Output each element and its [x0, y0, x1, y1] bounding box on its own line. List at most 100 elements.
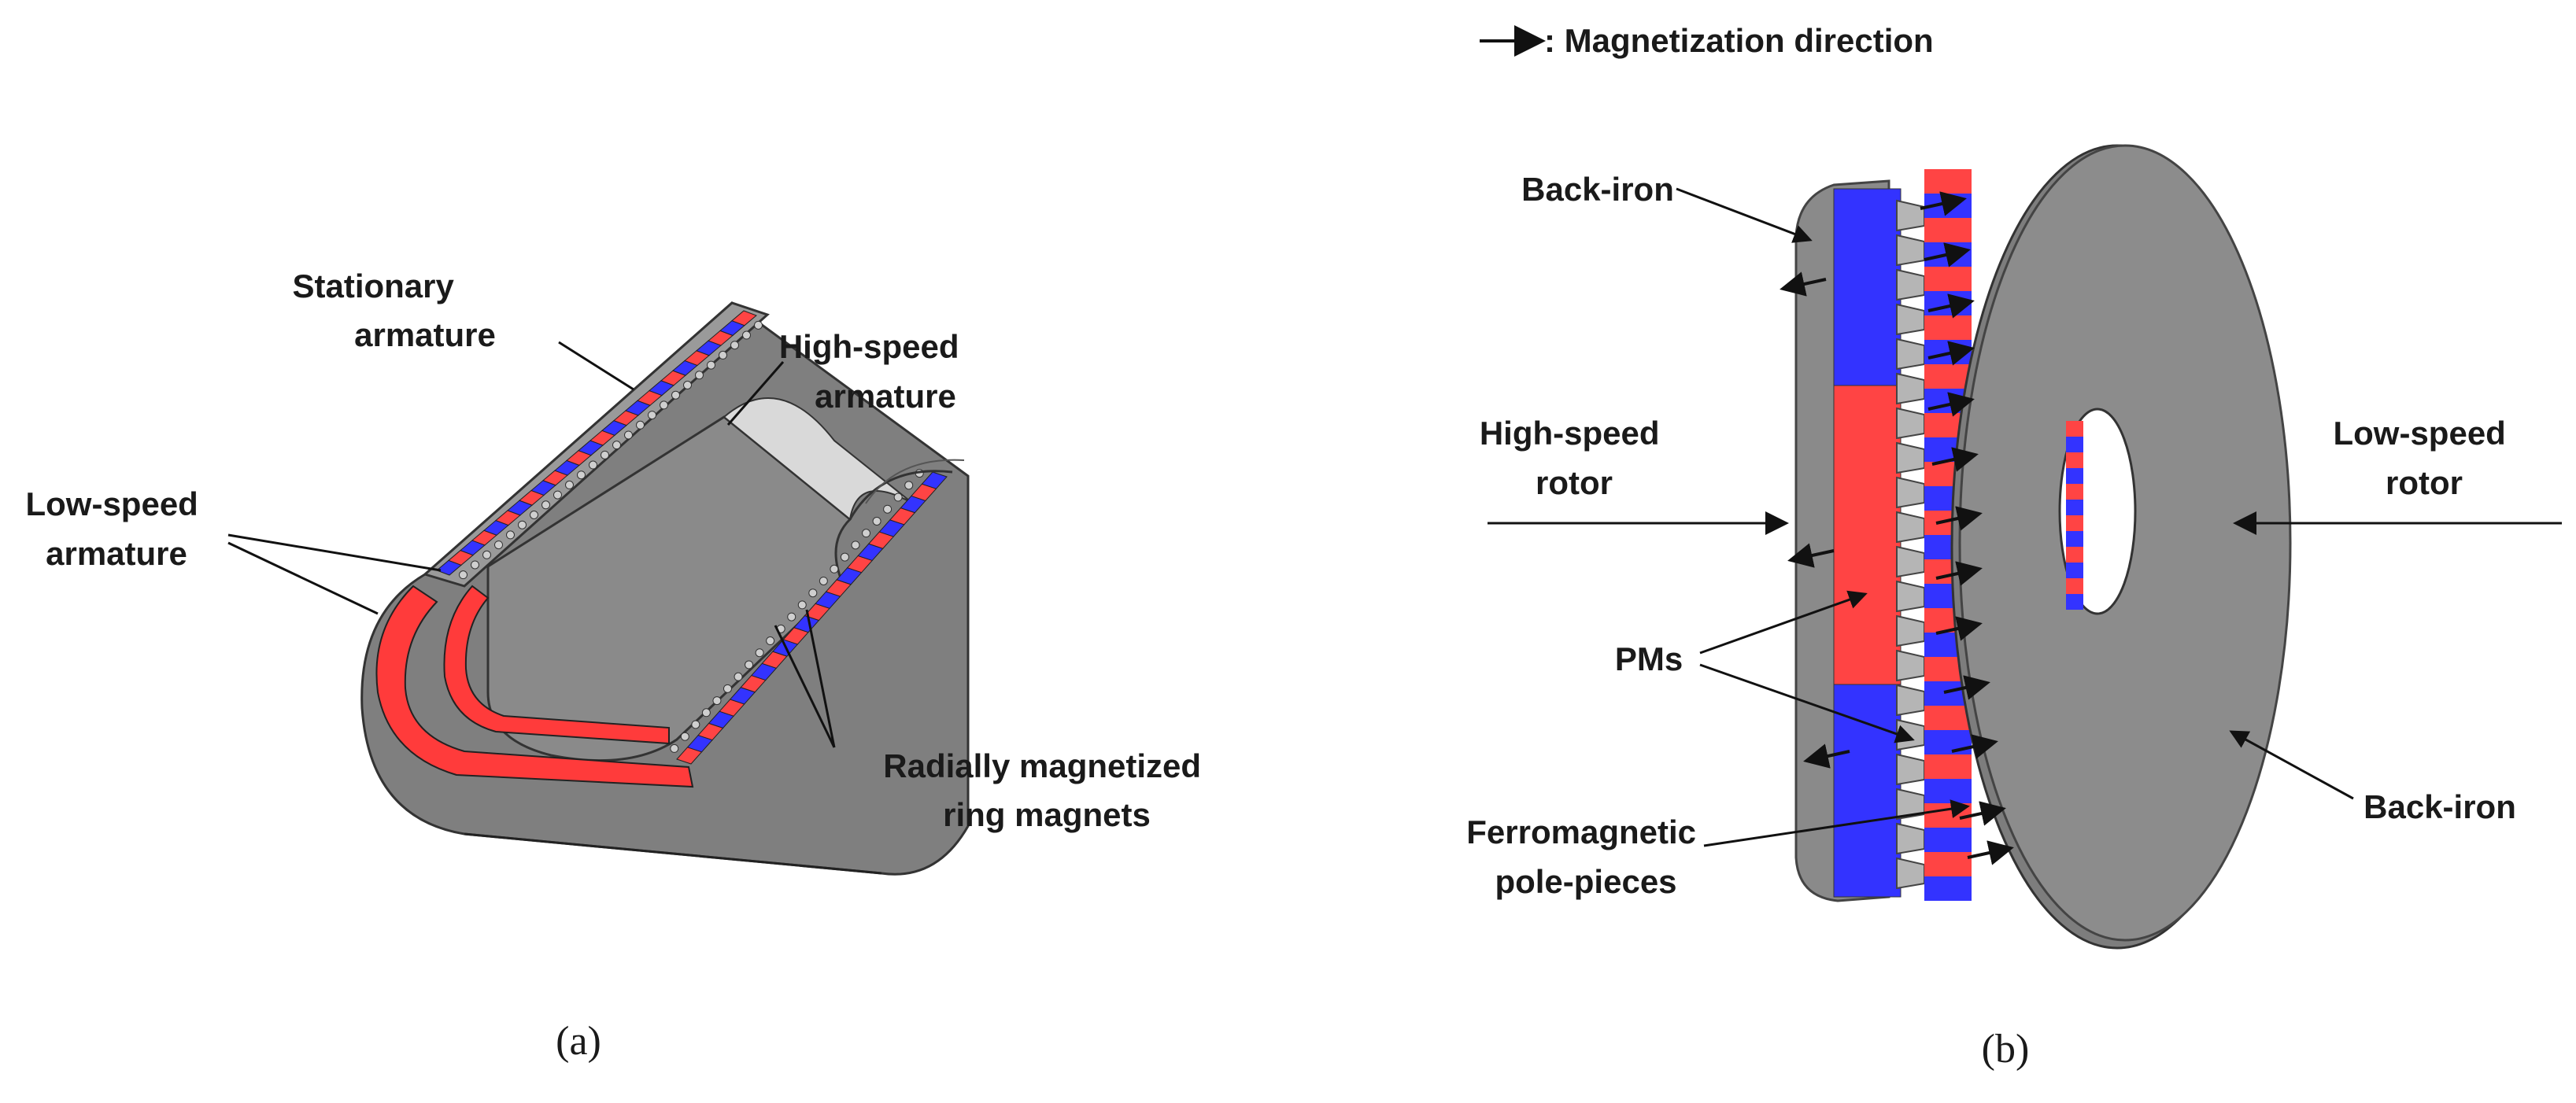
- magnetization-arrow: [1927, 293, 1975, 319]
- label-stationary-armature: Stationary armature: [292, 267, 495, 353]
- caption-b: (b): [1982, 1027, 2030, 1072]
- label-back-iron-top: Back-iron: [1521, 171, 1674, 208]
- pole-piece-bead: [904, 481, 914, 490]
- pole-piece-bead: [636, 420, 645, 430]
- right-end-arc: [848, 470, 953, 520]
- hole-stripe: [2066, 437, 2083, 452]
- bottom-slab-edge: [464, 832, 882, 875]
- pole-piece-bead: [530, 511, 538, 519]
- pole-piece-bead: [723, 684, 732, 693]
- magnetization-arrow: [1931, 447, 1979, 472]
- magnetization-arrow: [1967, 840, 2014, 865]
- pole-piece-bead: [683, 381, 692, 389]
- pole-piece: [1896, 753, 1925, 786]
- pole-piece: [1896, 614, 1925, 647]
- pole-piece-bead: [695, 371, 704, 380]
- pole-piece-bead: [612, 441, 621, 450]
- leader-pms-1: [1699, 590, 1868, 655]
- pole-piece: [1896, 580, 1925, 613]
- pole-piece-bead: [459, 570, 468, 580]
- pole-piece: [1896, 407, 1925, 440]
- right-end-arc-2: [865, 459, 965, 504]
- pole-piece-bead: [670, 743, 679, 753]
- leader-pms-2: [1699, 663, 1915, 743]
- pole-piece-bead: [840, 552, 849, 562]
- pole-piece: [1896, 303, 1925, 336]
- pole-piece-bead: [819, 576, 828, 585]
- pole-piece-bead: [660, 400, 668, 410]
- pole-piece-bead: [862, 529, 871, 538]
- pole-piece: [1896, 649, 1925, 682]
- leader-high-speed-armature: [726, 361, 785, 426]
- pole-piece-bead: [601, 450, 609, 459]
- pole-piece: [1896, 822, 1925, 855]
- magnetization-legend: : Magnetization direction: [1480, 22, 1934, 59]
- pole-piece-bead: [754, 320, 763, 330]
- pm-stripe: [1924, 267, 1972, 291]
- hole-stripe: [2066, 484, 2083, 500]
- pole-piece: [1896, 684, 1925, 717]
- hole-stripe: [2066, 468, 2083, 484]
- pm-stripe: [1924, 730, 1972, 754]
- pm-stripe: [1924, 169, 1972, 194]
- leader-back-iron-top: [1676, 187, 1813, 243]
- pole-piece: [1896, 268, 1925, 301]
- pm-stripe: [1924, 779, 1972, 803]
- pole-piece: [1896, 372, 1925, 405]
- pole-piece: [1896, 338, 1925, 371]
- pole-piece-bead: [624, 430, 633, 440]
- pole-piece-bead: [707, 360, 715, 370]
- pole-piece-bead: [506, 530, 515, 540]
- pm-stripe: [1924, 828, 1972, 852]
- pole-piece-bead: [755, 648, 764, 658]
- pole-piece-bead: [851, 540, 860, 550]
- pole-piece-bead: [494, 540, 503, 550]
- magnetization-arrow: [1924, 242, 1971, 267]
- magnetization-arrow: [1920, 191, 1967, 216]
- pole-piece-bead: [541, 500, 550, 510]
- pole-piece-bead: [471, 560, 479, 570]
- magnetization-arrow: [1935, 506, 1983, 531]
- pm-stripe: [1924, 876, 1972, 901]
- inner-red-ring: [443, 585, 670, 745]
- pole-piece: [1896, 857, 1925, 890]
- label-low-speed-armature: Low-speed armature: [25, 485, 207, 572]
- pole-piece-bead: [565, 480, 574, 489]
- hole-stripe: [2066, 500, 2083, 515]
- pole-piece-bead: [808, 588, 818, 598]
- pole-piece-bead: [691, 720, 700, 729]
- pole-piece-bead: [766, 636, 775, 646]
- pole-piece: [1896, 511, 1925, 544]
- hole-stripe: [2066, 531, 2083, 547]
- hole-stripe: [2066, 452, 2083, 468]
- pole-piece-bead: [577, 470, 586, 480]
- pole-piece-bead: [745, 660, 754, 670]
- pole-piece-bead: [712, 696, 722, 706]
- magnetization-arrow: [1927, 392, 1975, 417]
- right-magnet-strip: [670, 469, 948, 765]
- pole-piece-bead: [883, 504, 893, 514]
- panel-b-axial-gear: [1780, 144, 2292, 950]
- hole-stripe: [2066, 547, 2083, 563]
- center-hole-magnets: [2066, 421, 2083, 610]
- pole-piece-bead: [553, 490, 562, 500]
- pole-piece-bead: [734, 672, 743, 681]
- magnet-segment: [731, 310, 757, 326]
- pole-piece-bead: [671, 390, 680, 400]
- pole-piece-bead: [893, 492, 903, 502]
- pole-piece-bead: [680, 732, 689, 741]
- label-back-iron-bottom: Back-iron: [2363, 788, 2516, 825]
- pm-block: [1833, 385, 1902, 685]
- pm-stripe: [1924, 754, 1972, 779]
- label-ring-magnets: Radially magnetized ring magnets: [883, 747, 1210, 833]
- inner-bore-wall: [723, 397, 914, 521]
- high-speed-rotor-magnets: [1833, 188, 1902, 898]
- pm-stripe: [1924, 852, 1972, 876]
- panel-a-labels: Stationary armature High-speed armature …: [25, 267, 1210, 1064]
- pm-block: [1833, 188, 1902, 386]
- label-pms: PMs: [1615, 640, 1683, 677]
- pole-piece-bead: [742, 330, 751, 340]
- magnetization-arrow: [1935, 616, 1983, 641]
- leader-low-speed-armature-2: [227, 541, 379, 615]
